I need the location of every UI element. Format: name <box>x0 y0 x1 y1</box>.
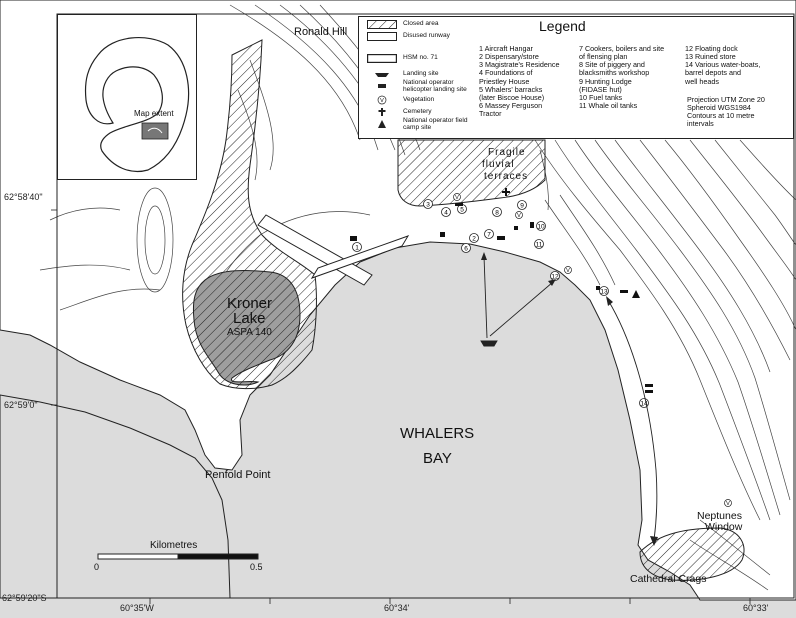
legend-list-2: 7 Cookers, boilers and site of flensing … <box>579 44 665 110</box>
lat-label-1: 62°58'40" <box>4 192 43 202</box>
svg-text:2: 2 <box>472 236 476 243</box>
svg-text:14: 14 <box>640 401 648 408</box>
site-marker-12: 12 <box>550 271 560 281</box>
frame-ticks <box>51 209 751 604</box>
site-marker-9: 9 <box>517 200 527 210</box>
map-extent-label: Map extent <box>134 109 174 118</box>
lon-label-2: 60°34' <box>384 603 410 613</box>
svg-text:V: V <box>726 501 730 507</box>
svg-text:10: 10 <box>537 224 545 231</box>
legend-key-closed: Closed area <box>363 19 439 29</box>
vegetation-marker: V <box>515 211 523 219</box>
legend-panel: Legend Closed area Disused runway HSM no… <box>358 16 794 139</box>
site-marker-6: 6 <box>461 243 471 253</box>
vegetation-marker: V <box>724 499 732 507</box>
label-cathedral-crags: Cathedral Crags <box>630 573 707 585</box>
site-marker-11: 11 <box>534 239 544 249</box>
frame <box>56 13 795 599</box>
site-marker-8: 8 <box>492 207 502 217</box>
label-ronald-hill: Ronald Hill <box>294 26 348 38</box>
label-fragile: Fragile <box>488 147 526 158</box>
label-neptunes: Neptunes <box>697 510 742 522</box>
svg-text:13: 13 <box>600 289 608 296</box>
disused-runway <box>257 214 410 286</box>
svg-text:6: 6 <box>464 246 468 253</box>
site-marker-10: 10 <box>536 221 546 231</box>
vegetation-marker: V <box>564 266 572 274</box>
site-marker-2: 2 <box>469 233 479 243</box>
legend-key-runway: Disused runway <box>363 31 463 41</box>
svg-text:5: 5 <box>460 207 464 214</box>
svg-text:12: 12 <box>551 274 559 281</box>
svg-text:11: 11 <box>536 242 543 249</box>
site-marker-3: 3 <box>423 199 433 209</box>
scale-bar <box>97 553 259 560</box>
svg-text:7: 7 <box>487 232 491 239</box>
label-kroner: Kroner <box>227 295 273 312</box>
lat-label-2: 62°59'0" <box>4 400 38 410</box>
legend-key-camp: National operator field camp site <box>363 117 483 132</box>
label-window: Window <box>705 521 743 533</box>
scale-zero: 0 <box>94 562 100 572</box>
building-symbols <box>350 188 653 393</box>
svg-text:1: 1 <box>355 245 359 252</box>
lon-label-1: 60°35'W <box>120 603 154 613</box>
label-lake: Lake <box>233 310 266 327</box>
site-marker-1: 1 <box>352 242 362 252</box>
label-fluvial: fluvial <box>482 159 515 170</box>
svg-text:3: 3 <box>426 202 430 209</box>
scale-title: Kilometres <box>150 540 198 551</box>
label-aspa: ASPA 140 <box>227 327 272 338</box>
svg-text:V: V <box>566 268 570 274</box>
legend-key-veg: V Vegetation <box>363 95 434 105</box>
arrow-heads <box>481 252 658 546</box>
legend-title: Legend <box>539 18 586 34</box>
lat-label-3: 62°59'20"S <box>2 593 47 603</box>
svg-text:4: 4 <box>444 210 448 217</box>
closed-area-cathedral <box>639 527 745 581</box>
label-terraces: terraces <box>484 171 529 182</box>
svg-text:V: V <box>455 195 459 201</box>
lon-label-3: 60°33' <box>743 603 769 613</box>
svg-text:V: V <box>517 213 521 219</box>
contour-lines <box>39 4 796 591</box>
site-markers: 1 2 3 4 5 6 7 8 9 10 11 12 13 14 <box>352 199 649 408</box>
svg-text:8: 8 <box>495 210 499 217</box>
vegetation-marker: V <box>453 193 461 201</box>
legend-key-hsm: HSM no. 71 <box>363 53 438 63</box>
legend-key-landing: Landing site <box>363 69 439 79</box>
label-penfold-point: Penfold Point <box>205 469 271 481</box>
svg-text:V: V <box>380 98 384 104</box>
legend-key-cemetery: Cemetery <box>363 107 432 117</box>
island-outline <box>84 36 190 172</box>
label-bay: BAY <box>423 450 452 467</box>
closed-area-terraces <box>397 139 546 207</box>
closed-area-west <box>182 39 317 390</box>
svg-text:9: 9 <box>520 203 524 210</box>
site-marker-13: 13 <box>599 286 609 296</box>
vegetation-markers: V V V V <box>453 193 732 507</box>
scale-half: 0.5 <box>250 562 263 572</box>
site-marker-7: 7 <box>484 229 494 239</box>
boat-icon <box>480 340 498 347</box>
overview-inset-map: Map extent <box>57 14 197 180</box>
landing-routes <box>480 255 658 541</box>
site-marker-4: 4 <box>441 207 451 217</box>
label-whalers: WHALERS <box>400 425 475 442</box>
legend-key-heli: National operator helicopter landing sit… <box>363 79 493 94</box>
